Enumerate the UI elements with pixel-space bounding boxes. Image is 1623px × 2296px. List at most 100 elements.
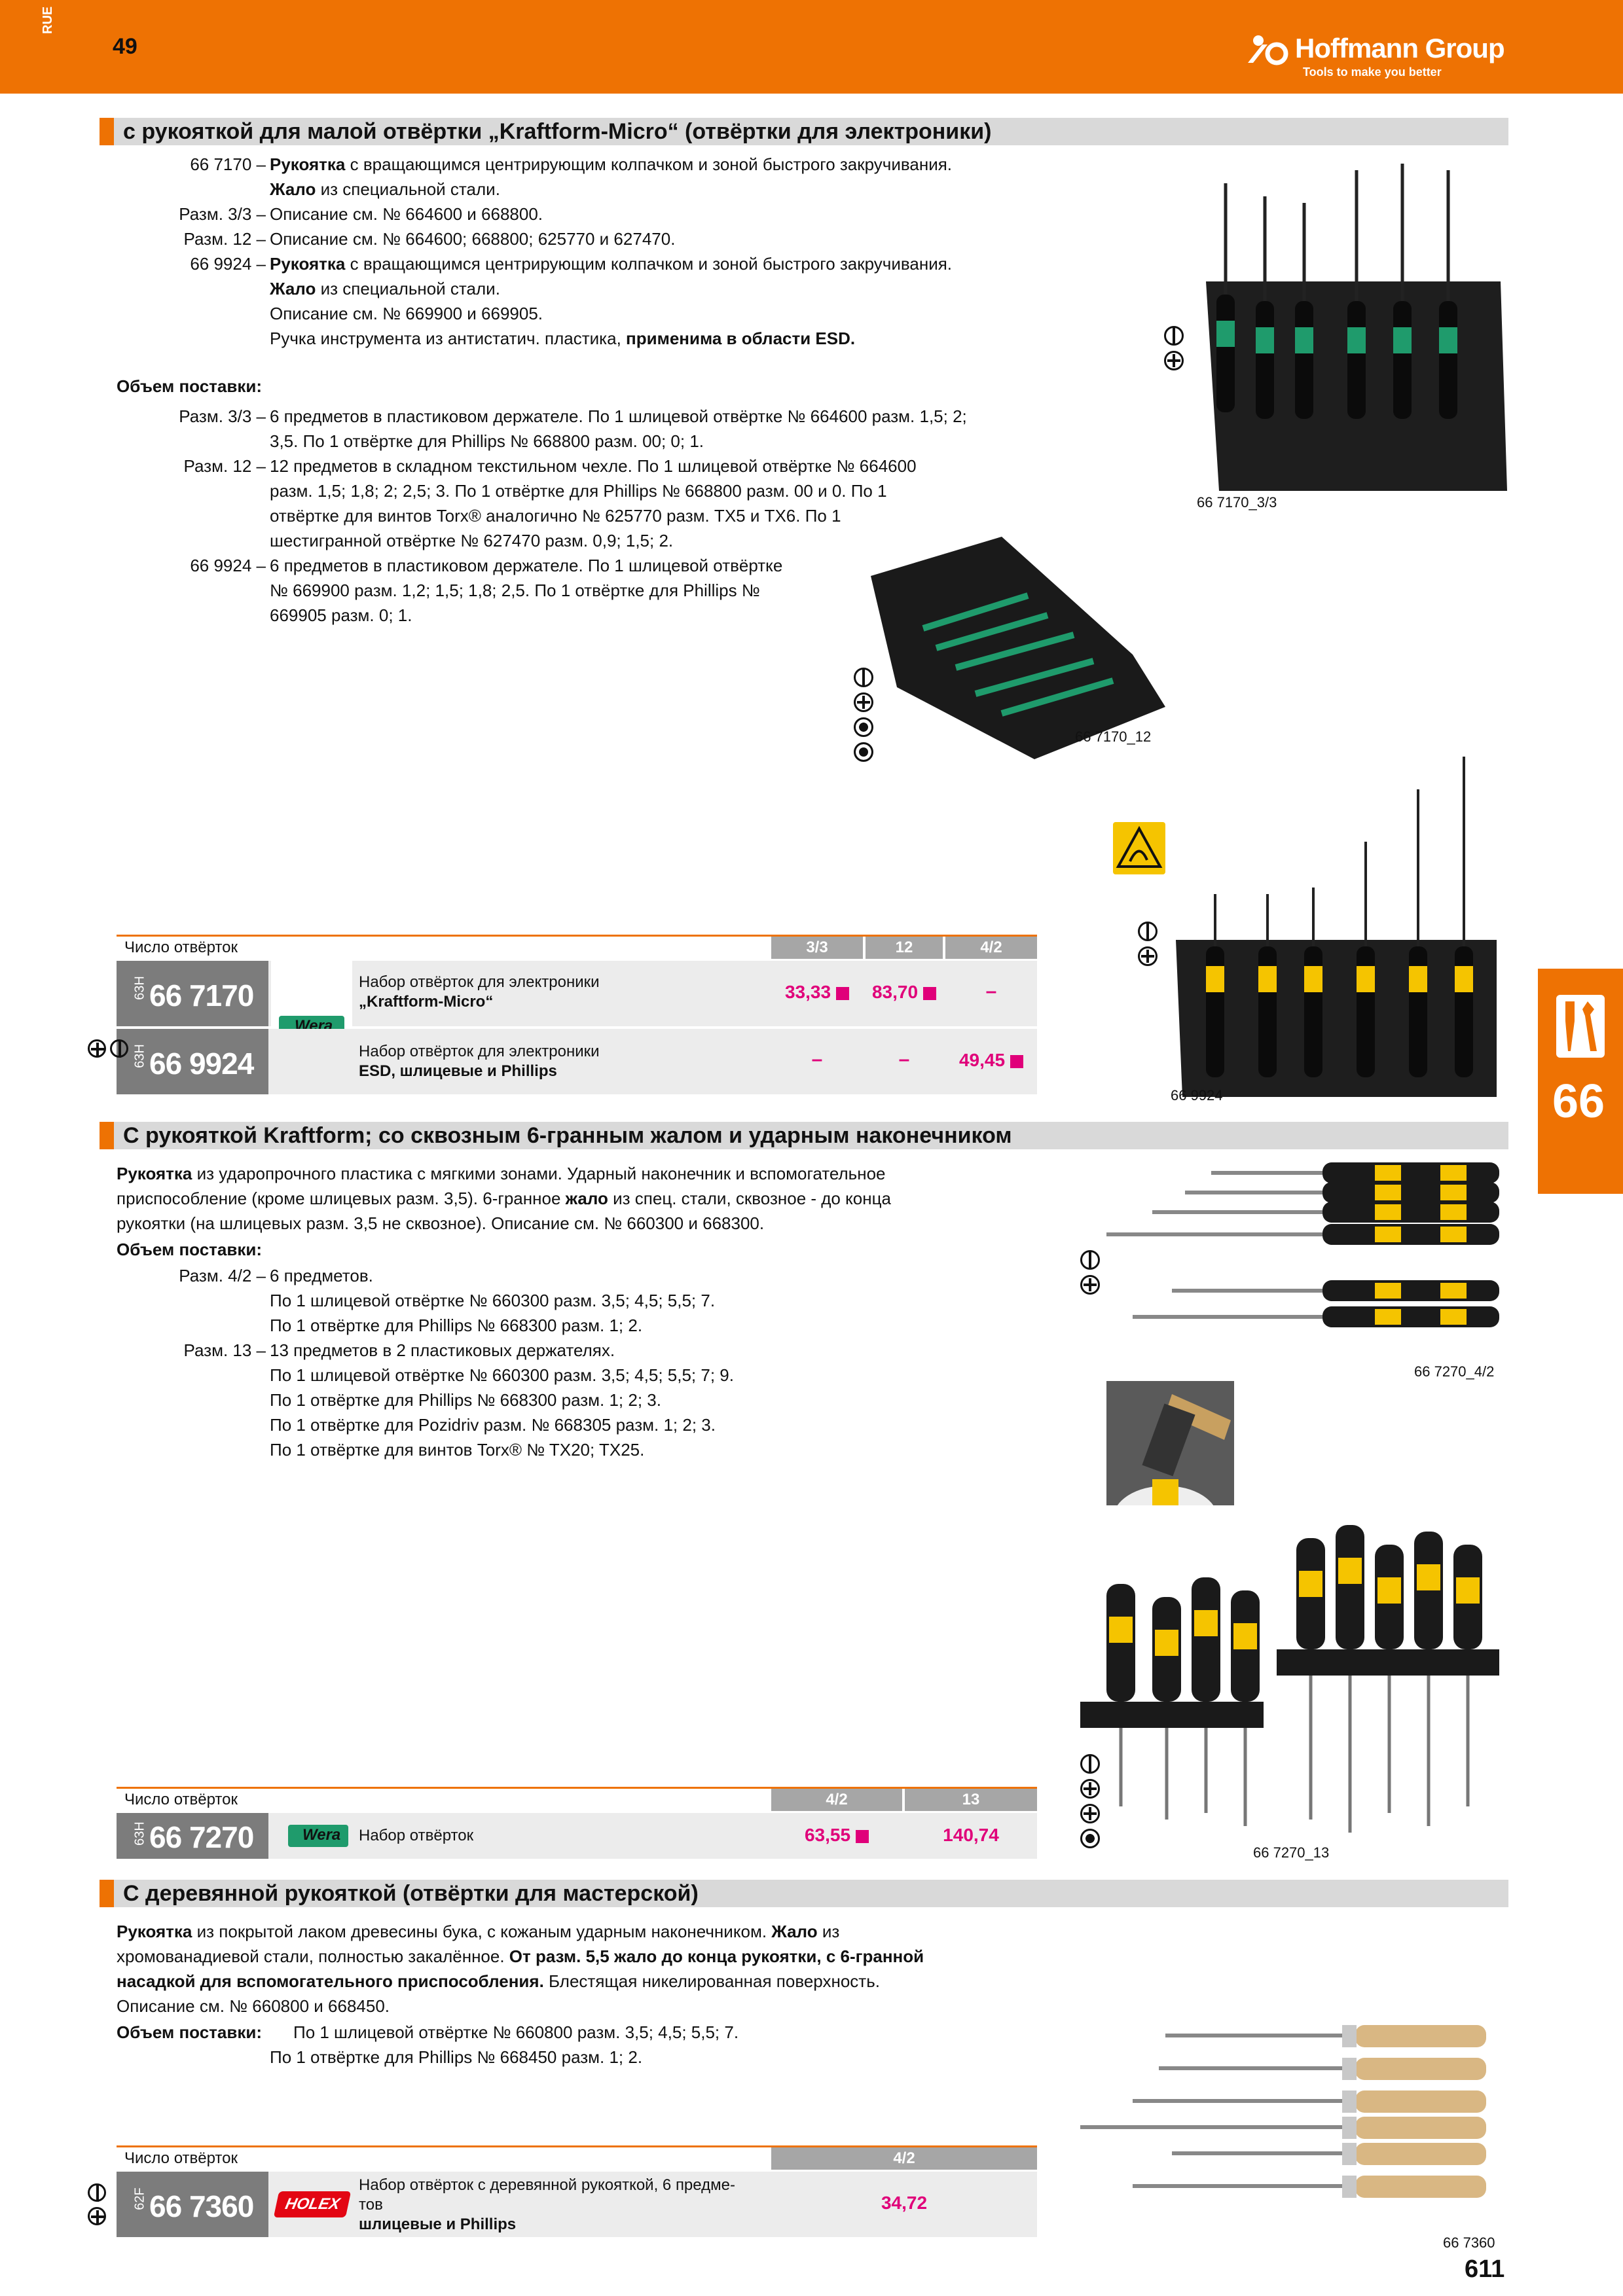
product-image-667270-4-2 (1100, 1153, 1512, 1350)
article-number[interactable]: 66 7170 (149, 978, 254, 1013)
price-4-2[interactable]: 34,72 (881, 2193, 928, 2213)
article-code: 62F (132, 2187, 147, 2210)
table1-head-label: Число отвёрток (124, 939, 238, 956)
supply-line: По 1 отвёртке для Phillips № 668450 разм… (270, 2047, 643, 2067)
supply-label: Разм. 4/2 – (179, 1266, 266, 1285)
table-row[interactable]: 63H 66 7170 Wera Набор отвёрток для элек… (117, 961, 1037, 1092)
table3-head-label: Число отвёрток (124, 2149, 238, 2167)
slotted-tip-icon (854, 668, 873, 687)
tip-icons-667170 (1164, 326, 1186, 376)
text-run: из (817, 1922, 840, 1941)
slotted-tip-icon (1138, 922, 1158, 941)
phillips-tip-icon (88, 2207, 106, 2225)
text-run: из ударопрочного пластика с мягкими зона… (192, 1164, 886, 1183)
caption-669924: 66 9924 (1171, 1087, 1223, 1103)
tip-icons-667270-13 (1080, 1754, 1103, 1854)
chapter-tab[interactable]: 66 (1538, 969, 1623, 1194)
table-row[interactable]: 63H 66 9924 Набор отвёрток для электрони… (117, 1029, 1037, 1094)
text-run: применима в области ESD. (626, 329, 856, 348)
page-number-top: 49 (113, 34, 137, 59)
text-run: Рукоятка (117, 1164, 192, 1183)
supply-label: Разм. 13 – (183, 1340, 266, 1360)
article-number[interactable]: 66 9924 (149, 1047, 254, 1081)
price-4-2[interactable]: 63,55 (771, 1825, 902, 1846)
slotted-tip-icon (88, 2183, 106, 2202)
caption-667360: 66 7360 (1443, 2234, 1495, 2251)
description-line: Рукоятка с вращающимся центрирующим колп… (270, 152, 952, 177)
description-line: Жало из специальной стали. (270, 276, 500, 301)
text-run: Жало (270, 279, 316, 298)
text-run: Описание см. № 664600; 668800; 625770 и … (270, 229, 676, 249)
slotted-tip-icon (1080, 1250, 1100, 1270)
product-description-2: „Kraftform-Micro“ (359, 993, 494, 1011)
section2-supply-title: Объем поставки: (117, 1240, 263, 1259)
table1-col-4-2: 4/2 (945, 937, 1037, 959)
article-cell: 63H 66 7270 (117, 1813, 268, 1859)
caption-667170-12: 66 7170_12 (1075, 728, 1152, 745)
supply-line: 6 предметов. (270, 1266, 373, 1285)
product-image-667170-3-3 (1199, 157, 1507, 497)
line-label: Разм. 12 – (183, 229, 266, 249)
section1-supply-title: Объем поставки: (117, 376, 263, 396)
description-line: Описание см. № 669900 и 669905. (270, 301, 543, 326)
table-row[interactable]: 63H 66 7270 Wera Набор отвёрток 63,55 14… (117, 1813, 1037, 1859)
description-line: Жало из специальной стали. (270, 177, 500, 202)
text-run: От разм. 5,5 жало до конца рукоятки, с 6… (509, 1946, 924, 1966)
supply-line: 669905 разм. 0; 1. (270, 605, 412, 625)
text-run: из спец. стали, сквозное - до конца (608, 1189, 891, 1208)
supply-line: По 1 отвёртке для Pozidriv разм. № 66830… (270, 1415, 716, 1435)
supply-line: шестигранной отвёртке № 627470 разм. 0,9… (270, 531, 674, 550)
description-line: насадкой для вспомогательного приспособл… (117, 1969, 880, 1994)
supply-line: № 669900 разм. 1,2; 1,5; 1,8; 2,5. По 1 … (270, 581, 760, 600)
description-line: Рукоятка из покрытой лаком древесины бук… (117, 1919, 839, 1944)
table1-col-3-3: 3/3 (771, 937, 863, 959)
tip-icons-row-669924 (88, 1039, 140, 1063)
supply-line: По 1 отвёртке для Phillips № 668300 разм… (270, 1390, 661, 1410)
torx-tip-icon (1080, 1829, 1100, 1848)
description-line: Описание см. № 664600 и 668800. (270, 202, 543, 226)
price-12[interactable]: 83,70 (866, 982, 943, 1003)
price-3-3[interactable]: 33,33 (771, 982, 863, 1003)
caption-667270-13: 66 7270_13 (1253, 1844, 1330, 1861)
text-run: Описание см. № 669900 и 669905. (270, 304, 543, 323)
description-line: Рукоятка из ударопрочного пластика с мяг… (117, 1161, 886, 1186)
product-description: Набор отвёрток для электроники (359, 1043, 600, 1060)
phillips-tip-icon (1080, 1779, 1100, 1799)
text-run: Описание см. № 664600 и 668800. (270, 204, 543, 224)
tip-icons-667270-4-2 (1080, 1250, 1103, 1300)
article-number[interactable]: 66 7270 (149, 1820, 254, 1854)
phillips-tip-icon (88, 1039, 106, 1058)
price-12: – (898, 1049, 910, 1070)
section2-title: С рукояткой Kraftform; со сквозным 6-гра… (100, 1122, 1508, 1149)
section3-title: С деревянной рукояткой (отвёртки для мас… (100, 1880, 1508, 1907)
text-run: приспособление (кроме шлицевых разм. 3,5… (117, 1189, 566, 1208)
text-run: Блестящая никелированная поверхность. (543, 1971, 880, 1991)
table1-col-12: 12 (866, 937, 943, 959)
article-cell: 62F 66 7360 (117, 2172, 268, 2237)
line-label: 66 7170 – (190, 154, 266, 174)
price-13[interactable]: 140,74 (943, 1825, 999, 1845)
table-row[interactable]: 62F 66 7360 HOLEX Набор отвёрток с дерев… (117, 2172, 1037, 2237)
page-number-bottom: 611 (1465, 2255, 1505, 2283)
supply-line: 6 предметов в пластиковом держателе. По … (270, 556, 783, 575)
supply-line: отвёртке для винтов Torx® аналогично № 6… (270, 506, 841, 526)
text-run: Жало (771, 1922, 818, 1941)
section1-title: с рукояткой для малой отвёртки „Kraftfor… (100, 118, 1508, 145)
text-run: жало (565, 1189, 608, 1208)
pozidriv-tip-icon (1080, 1804, 1100, 1823)
description-line: Описание см. № 660800 и 668450. (117, 1994, 390, 2018)
line-label: Разм. 3/3 – (179, 204, 266, 224)
logo-name: Hoffmann Group (1295, 33, 1505, 63)
phillips-tip-icon (1164, 351, 1184, 370)
supply-line: 12 предметов в складном текстильном чехл… (270, 456, 917, 476)
price-3-3: – (811, 1049, 823, 1070)
price-4-2[interactable]: 49,45 (945, 1050, 1037, 1071)
tip-icons-row-667360 (88, 2183, 110, 2231)
article-number[interactable]: 66 7360 (149, 2189, 254, 2223)
esd-warning-sign (1113, 809, 1165, 888)
product-description-2: ESD, шлицевые и Phillips (359, 1062, 557, 1080)
article-code: 63H (132, 976, 147, 1000)
text-run: Рукоятка (117, 1922, 192, 1941)
supply-line: разм. 1,5; 1,8; 2; 2,5; 3. По 1 отвёртке… (270, 481, 887, 501)
table2-head-label: Число отвёрток (124, 1791, 238, 1808)
